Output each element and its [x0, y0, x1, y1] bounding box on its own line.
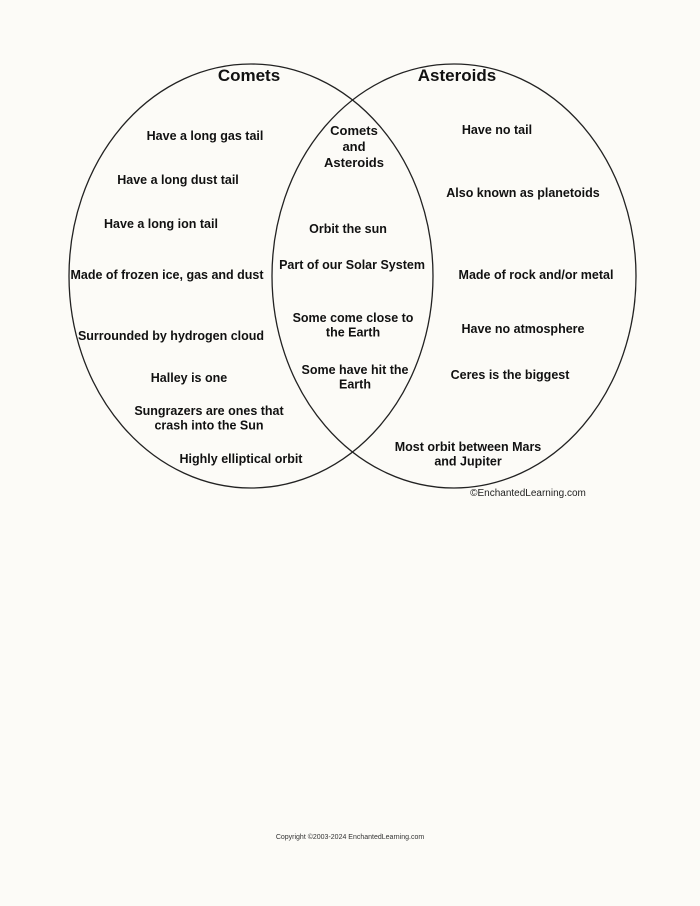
credit-text: ©EnchantedLearning.com [470, 488, 586, 499]
asteroids-trait-5-line-1: Ceres is the biggest [451, 368, 571, 382]
shared-trait-1-line-1: Orbit the sun [309, 222, 387, 236]
comets-trait-1: Have a long gas tail [147, 129, 264, 143]
asteroids-trait-2-line-1: Also known as planetoids [446, 186, 600, 200]
shared-trait-1: Orbit the sun [309, 222, 387, 236]
asteroids-circle [271, 63, 637, 489]
shared-trait-2-line-1: Part of our Solar System [279, 258, 425, 272]
comets-trait-4: Made of frozen ice, gas and dust [70, 268, 264, 282]
asteroids-trait-6-line-1: Most orbit between Mars [395, 440, 542, 454]
comets-trait-3: Have a long ion tail [104, 217, 218, 231]
comets-trait-2-line-1: Have a long dust tail [117, 173, 239, 187]
shared-trait-4-line-1: Some have hit the [302, 363, 409, 377]
comets-trait-6-line-1: Halley is one [151, 371, 227, 385]
asteroids-trait-2: Also known as planetoids [446, 186, 600, 200]
comets-title: Comets [218, 66, 280, 85]
shared-trait-2: Part of our Solar System [279, 258, 425, 272]
shared-trait-3-line-1: Some come close to [293, 311, 414, 325]
asteroids-trait-1: Have no tail [462, 123, 532, 137]
comets-trait-3-line-1: Have a long ion tail [104, 217, 218, 231]
overlap-title-line-3: Asteroids [324, 155, 384, 170]
overlap-title-line-2: and [342, 139, 365, 154]
comets-trait-5-line-1: Surrounded by hydrogen cloud [78, 329, 264, 343]
asteroids-title: Asteroids [418, 66, 496, 85]
asteroids-trait-6-line-2: and Jupiter [434, 455, 502, 469]
comets-trait-7-line-1: Sungrazers are ones that [134, 404, 284, 418]
overlap-title-line-1: Comets [330, 123, 378, 138]
asteroids-trait-1-line-1: Have no tail [462, 123, 532, 137]
asteroids-trait-5: Ceres is the biggest [451, 368, 571, 382]
asteroids-trait-3-line-1: Made of rock and/or metal [459, 268, 614, 282]
shared-trait-4-line-2: Earth [339, 378, 371, 392]
comets-trait-1-line-1: Have a long gas tail [147, 129, 264, 143]
comets-trait-7-line-2: crash into the Sun [154, 419, 263, 433]
comets-trait-5: Surrounded by hydrogen cloud [78, 329, 264, 343]
asteroids-trait-4-line-1: Have no atmosphere [462, 322, 585, 336]
copyright-footer: Copyright ©2003-2024 EnchantedLearning.c… [275, 834, 425, 841]
comets-trait-2: Have a long dust tail [117, 173, 239, 187]
comets-trait-4-line-1: Made of frozen ice, gas and dust [70, 268, 264, 282]
asteroids-trait-3: Made of rock and/or metal [459, 268, 614, 282]
comets-trait-8-line-1: Highly elliptical orbit [180, 452, 304, 466]
shared-trait-3-line-2: the Earth [326, 326, 380, 340]
comets-trait-6: Halley is one [151, 371, 227, 385]
asteroids-trait-4: Have no atmosphere [462, 322, 585, 336]
comets-circle [68, 63, 434, 489]
comets-trait-8: Highly elliptical orbit [180, 452, 304, 466]
